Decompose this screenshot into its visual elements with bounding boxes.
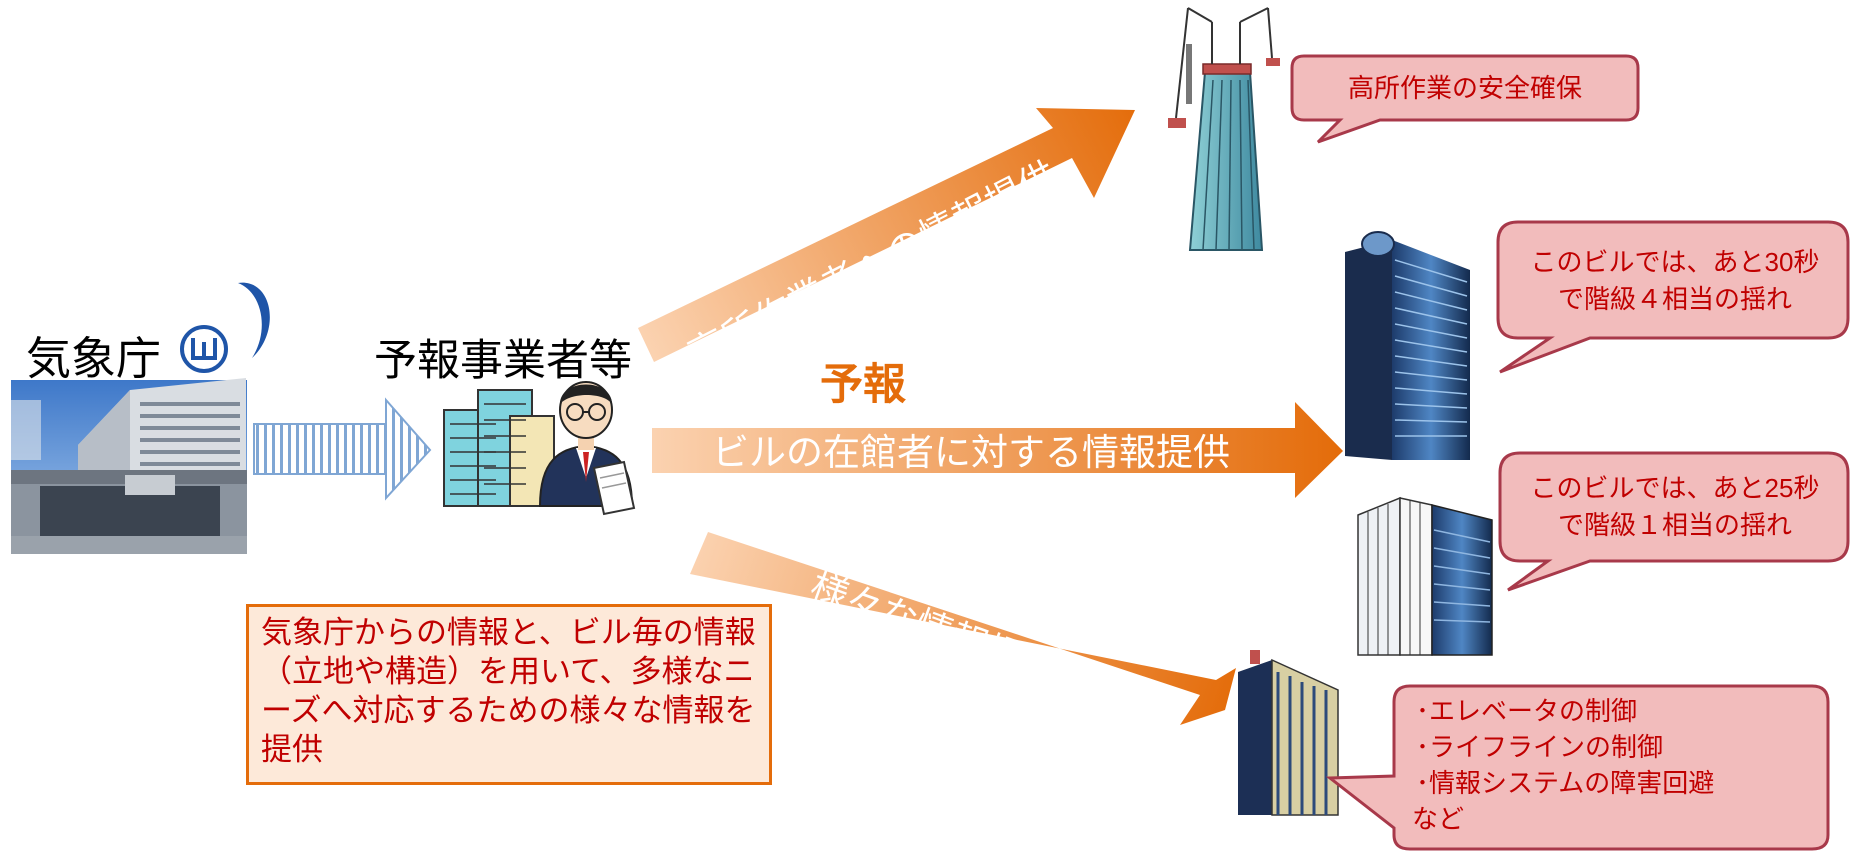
callout-building-1-text: このビルでは、あと30秒 で階級４相当の揺れ [1530, 247, 1820, 314]
note-text: 気象庁からの情報と、ビル毎の情報（立地や構造）を用いて、多様なニーズへ対応するた… [261, 615, 756, 767]
agency-name: 気象庁 [26, 333, 162, 384]
jma-building-photo [11, 378, 247, 554]
crane-tower-illustration [1168, 7, 1280, 251]
forecaster-illustration [443, 381, 636, 516]
striped-arrow [253, 397, 432, 501]
callout-crane-text: 高所作業の安全確保 [1347, 73, 1582, 103]
note-box: 気象庁からの情報と、ビル毎の情報（立地や構造）を用いて、多様なニーズへ対応するた… [246, 604, 772, 785]
forecaster-name: 予報事業者等 [374, 337, 632, 385]
jma-logo [180, 282, 270, 373]
building-1-illustration [1345, 231, 1470, 460]
callout-building-3 [1325, 684, 1830, 851]
callout-building-2-text: このビルでは、あと25秒 で階級１相当の揺れ [1530, 473, 1820, 540]
building-2-illustration [1357, 496, 1493, 656]
flow-arrow-middle [652, 402, 1343, 498]
forecast-label: 予報 [820, 361, 906, 409]
callout-crane [1290, 54, 1640, 144]
flow-label-top: 高所作業者への情報提供 [682, 154, 1063, 375]
flow-label-bottom: 様々な情報提供 [805, 565, 1062, 692]
flow-arrow-bottom [690, 532, 1236, 725]
callout-building-3-text: ･エレベータの制御 ･ライフラインの制御 ･情報システムの障害回避 など [1412, 696, 1715, 834]
flow-arrow-top [638, 108, 1135, 362]
building-3-illustration [1238, 650, 1339, 816]
callout-building-2 [1498, 451, 1850, 592]
callout-building-1 [1496, 220, 1850, 374]
flow-label-middle: ビルの在館者に対する情報提供 [712, 432, 1230, 473]
